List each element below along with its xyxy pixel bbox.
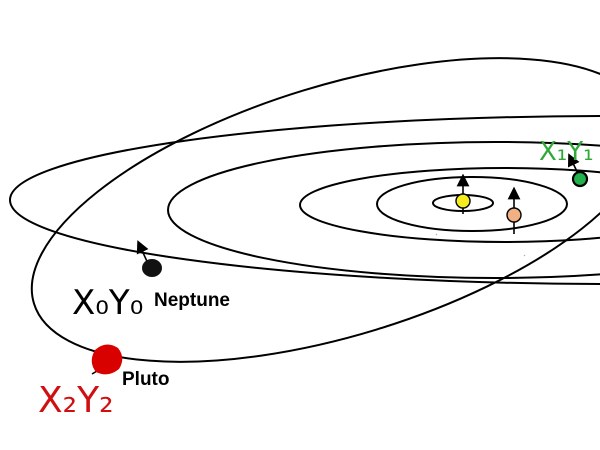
pluto-label: Pluto (122, 369, 170, 390)
sun (455, 173, 471, 214)
neptune-body (142, 259, 162, 277)
inner-planet (506, 186, 522, 234)
orbit-3 (299, 167, 600, 243)
stray-mark (523, 254, 526, 257)
inner-planet-body (506, 207, 522, 223)
neptune-coordinate-annotation: X₀Y₀ (72, 283, 143, 323)
neptune: Neptune (136, 240, 230, 311)
stray-mark (435, 233, 438, 236)
orbit-2 (376, 176, 568, 232)
stray-marks (435, 233, 526, 257)
pluto: Pluto (91, 344, 170, 390)
green-planet (567, 153, 589, 188)
green-planet-body (571, 170, 589, 188)
sun-body (455, 193, 471, 209)
neptune-label: Neptune (154, 290, 230, 311)
pluto-coordinate-annotation: X₂Y₂ (38, 380, 114, 421)
green-planet-coordinate-annotation: X₁Y₁ (539, 137, 594, 167)
orbit-4 (167, 141, 600, 279)
orbit-pluto (30, 57, 600, 363)
orbit-group (9, 57, 600, 363)
orbit-neptune (9, 115, 600, 285)
pluto-body (91, 344, 123, 375)
